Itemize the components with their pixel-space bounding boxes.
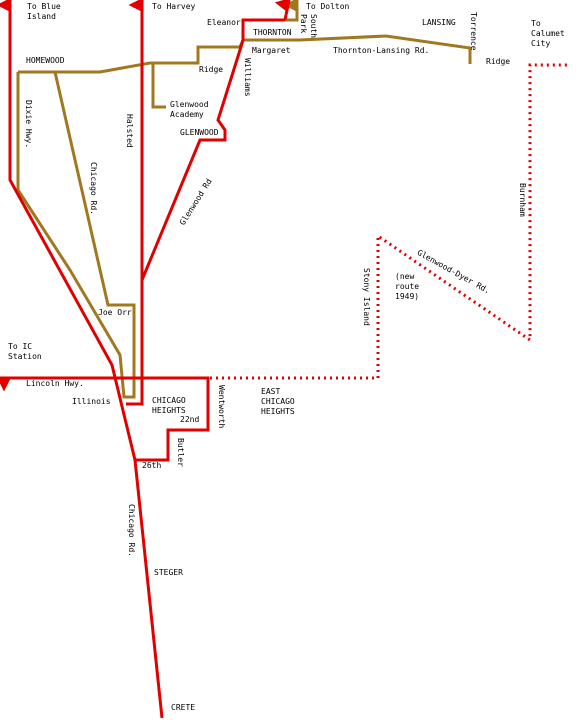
street-butler: Butler xyxy=(176,438,185,467)
red-route-crete-to-blue-island xyxy=(0,0,164,719)
street-ridge-center: Ridge xyxy=(199,65,224,74)
street-thornton-lansing-rd: Thornton-Lansing Rd. xyxy=(333,46,430,55)
street-torrence: Torrence xyxy=(469,12,478,51)
street-22nd: 22nd xyxy=(180,415,200,424)
brown-route-glenwood-academy-loop xyxy=(150,61,166,109)
destination-ic-station: To IC Station xyxy=(8,342,42,361)
street-burnham: Burnham xyxy=(518,183,527,217)
town-chicago-heights: CHICAGO HEIGHTS xyxy=(152,396,186,415)
red-route-halsted-to-harvey xyxy=(126,0,144,406)
red-route-to-dolton-spur xyxy=(274,0,291,21)
red-route-glenwood-rd xyxy=(140,18,285,281)
red-route-lincoln-hwy-wentworth xyxy=(0,376,210,462)
street-stony-island: Stony Island xyxy=(362,268,371,326)
town-glenwood: GLENWOOD xyxy=(180,128,219,137)
street-glenwood-academy: Glenwood Academy xyxy=(170,100,209,119)
street-eleanor: Eleanor xyxy=(207,18,241,27)
destination-blue-island: To Blue Island xyxy=(27,2,61,21)
street-joe-orr: Joe Orr xyxy=(98,308,132,317)
street-chicago-rd-north: Chicago Rd. xyxy=(89,162,98,215)
brown-route-dixie-hwy xyxy=(16,72,136,399)
street-margaret: Margaret xyxy=(252,46,291,55)
street-halsted: Halsted xyxy=(125,114,134,148)
street-chicago-rd-south: Chicago Rd. xyxy=(127,504,136,557)
town-steger: STEGER xyxy=(154,568,183,577)
town-crete: CRETE xyxy=(171,703,196,712)
street-ridge-east: Ridge xyxy=(486,57,511,66)
note-new-route-1949: (new route 1949) xyxy=(395,272,420,301)
destination-calumet-city: To Calumet City xyxy=(531,19,565,48)
street-dixie-hwy: Dixie Hwy. xyxy=(24,100,33,149)
street-south-park: South Park xyxy=(299,14,318,39)
destination-harvey: To Harvey xyxy=(152,2,196,11)
street-illinois: Illinois xyxy=(72,397,111,406)
street-wentworth: Wentworth xyxy=(217,385,226,429)
street-26th: 26th xyxy=(142,461,162,470)
brown-route-chicago-rd xyxy=(53,71,136,380)
town-homewood: HOMEWOOD xyxy=(26,56,65,65)
town-lansing: LANSING xyxy=(422,18,456,27)
planned-route-1949 xyxy=(210,63,568,380)
street-williams: Williams xyxy=(243,58,252,97)
destination-dolton: To Dolton xyxy=(306,2,350,11)
street-lincoln-hwy: Lincoln Hwy. xyxy=(26,379,84,388)
town-east-chicago-heights: EAST CHICAGO HEIGHTS xyxy=(261,387,295,416)
town-thornton: THORNTON xyxy=(253,28,292,37)
